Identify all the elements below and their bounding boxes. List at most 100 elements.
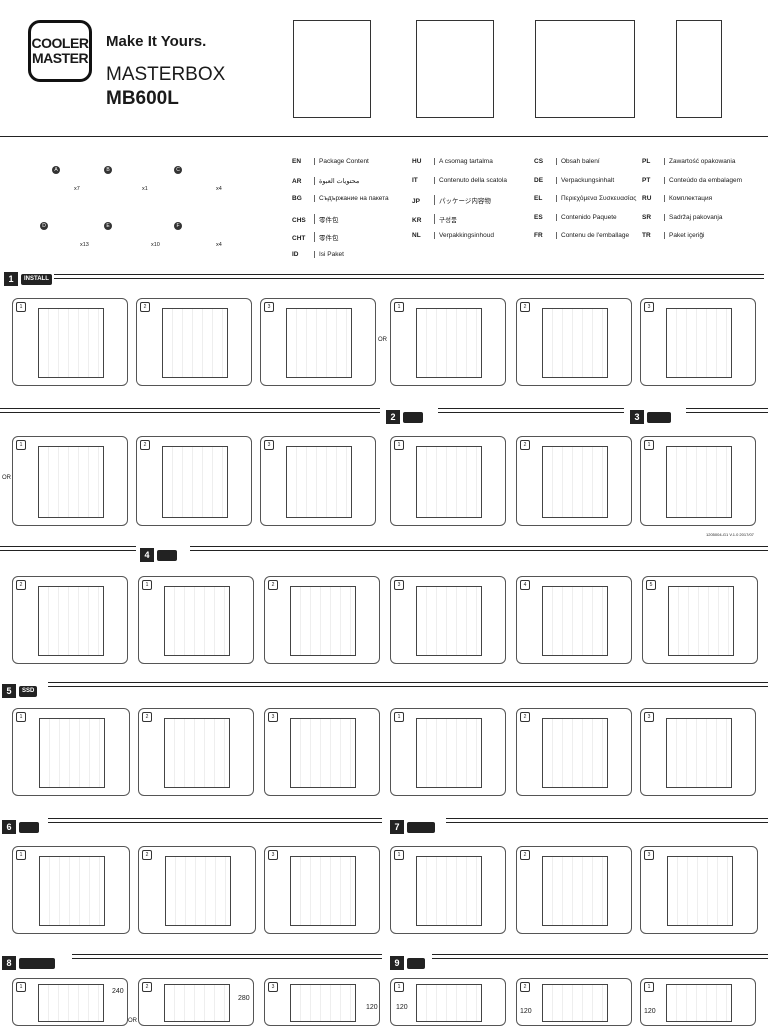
section-rule <box>48 682 768 687</box>
dimension-label: 120 <box>520 1008 532 1015</box>
case-illustration <box>164 983 230 1023</box>
odd-icon <box>407 821 435 833</box>
language-text: パッケージ内容物 <box>434 195 491 205</box>
step-number: 2 <box>140 440 150 450</box>
step-panel: 1 <box>12 436 128 526</box>
case-illustration <box>164 585 230 657</box>
step-number: 1 <box>16 850 26 860</box>
document-code: 1205004-G1 V.1.0 2017/07 <box>706 532 754 537</box>
step-number: 3 <box>644 850 654 860</box>
step-number: 2 <box>16 580 26 590</box>
language-code: RU <box>642 195 652 202</box>
step-panel: 1 <box>12 978 128 1026</box>
step-number: 3 <box>644 712 654 722</box>
section-rule <box>48 818 382 823</box>
step-number: 2 <box>520 302 530 312</box>
language-code: DE <box>534 176 544 184</box>
language-code: NL <box>412 232 421 239</box>
language-code: CHT <box>292 235 306 242</box>
dimension-label: 280 <box>238 995 250 1002</box>
step-panel: 4 <box>516 576 632 664</box>
case-illustration <box>290 983 356 1023</box>
case-illustration <box>286 307 352 379</box>
step-number: 1 <box>394 302 404 312</box>
case-illustration <box>666 717 732 789</box>
language-code: CS <box>534 158 544 165</box>
step-number: 2 <box>520 440 530 450</box>
step-panel: 2 <box>516 708 632 796</box>
language-text: Contenido Paquete <box>556 213 617 221</box>
section-3-header: 3 <box>630 410 671 424</box>
step-panel: 2 <box>516 436 632 526</box>
step-panel: 2 <box>138 978 254 1026</box>
step-number: 2 <box>142 712 152 722</box>
language-text: Paket içeriği <box>664 232 704 239</box>
step-panel: 3 <box>264 978 380 1026</box>
section-4-header: 4 <box>140 548 177 562</box>
case-illustration <box>38 983 104 1023</box>
language-code: BG <box>292 195 302 202</box>
language-text: 구성품 <box>434 213 457 224</box>
language-text: Conteúdo da embalagem <box>664 176 742 184</box>
section-7-header: 7 <box>390 820 435 834</box>
step-panel: 2 <box>12 576 128 664</box>
section-1-header: 1 INSTALL <box>4 272 52 286</box>
step-number: 1 <box>16 302 26 312</box>
step-panel: 1 <box>12 708 130 796</box>
section-rule <box>686 408 768 413</box>
case-illustration <box>668 585 734 657</box>
section-number: 2 <box>386 410 400 424</box>
case-illustration <box>666 855 734 927</box>
language-text: Verpackungsinhalt <box>556 176 614 184</box>
or-label: OR <box>378 337 387 343</box>
case-illustration <box>38 445 104 519</box>
step-panel: 3 <box>640 298 756 386</box>
part-badge: D <box>40 222 48 230</box>
step-number: 3 <box>264 440 274 450</box>
section-rule <box>432 954 768 959</box>
step-panel: 1 <box>138 576 254 664</box>
case-illustration <box>38 717 106 789</box>
section-rule <box>54 274 764 279</box>
motherboard-icon <box>403 411 423 423</box>
step-number: 3 <box>394 580 404 590</box>
step-number: 2 <box>268 580 278 590</box>
case-illustration <box>666 307 732 379</box>
step-panel: 3 <box>264 846 380 934</box>
case-illustration <box>38 585 104 657</box>
section-number: 5 <box>2 684 16 698</box>
step-panel: 3 <box>640 708 756 796</box>
step-number: 3 <box>268 712 278 722</box>
language-code: IT <box>412 176 418 184</box>
language-text: Sadržaj pakovanja <box>664 213 722 221</box>
step-number: 3 <box>264 302 274 312</box>
step-number: 2 <box>520 712 530 722</box>
language-row: DE Verpackungsinhalt <box>534 176 614 184</box>
tagline: Make It Yours. <box>106 33 207 50</box>
step-number: 1 <box>142 580 152 590</box>
section-number: 1 <box>4 272 18 286</box>
section-9-header: 9 <box>390 956 425 970</box>
case-front-narrow-view <box>676 20 722 118</box>
section-number: 6 <box>2 820 16 834</box>
part-count: x10 <box>151 242 160 248</box>
section-5-header: 5 SSD <box>2 684 38 698</box>
language-code: EN <box>292 158 302 165</box>
step-panel: 2 <box>264 576 380 664</box>
case-illustration <box>542 717 608 789</box>
dimension-label: 120 <box>366 1004 378 1011</box>
step-number: 1 <box>394 712 404 722</box>
model-line1: MASTERBOX <box>106 64 226 85</box>
case-illustration <box>542 307 608 379</box>
case-front-view <box>293 20 371 118</box>
part-badge: E <box>104 222 112 230</box>
